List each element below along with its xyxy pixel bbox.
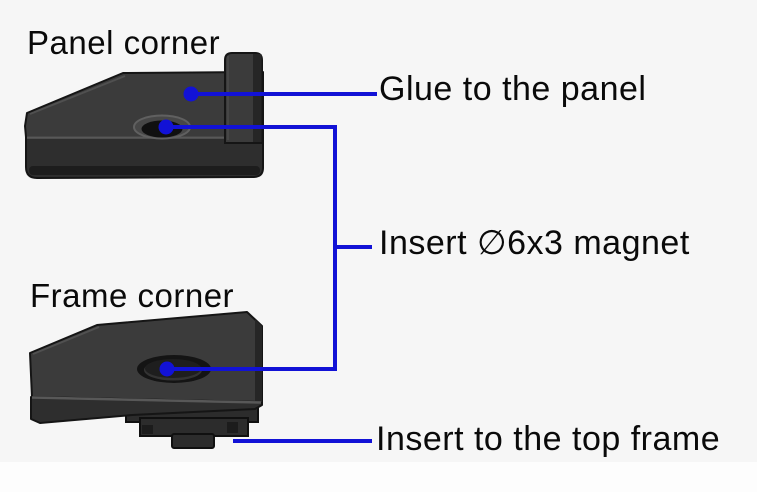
panel-chamfer-highlight xyxy=(29,75,126,115)
background-strip xyxy=(0,462,757,492)
panel-tab xyxy=(224,52,263,144)
panel-corner-drawing xyxy=(24,52,264,179)
frame-right-side-face xyxy=(255,319,262,402)
frame-tab-step-3 xyxy=(171,433,215,449)
panel-bottom-edge xyxy=(29,166,260,175)
frame-chamfer-highlight xyxy=(32,326,100,355)
glue-annotation-label: Glue to the panel xyxy=(379,70,647,108)
frame-corner-drawing xyxy=(29,311,263,449)
panel-magnet-pocket-hole xyxy=(141,120,183,138)
frame-top-face xyxy=(29,311,263,403)
frame-corner-title: Frame corner xyxy=(30,277,235,314)
frame-tab-notch-left xyxy=(142,425,153,434)
panel-corner-title: Panel corner xyxy=(27,24,221,61)
top-frame-annotation-label: Insert to the top frame xyxy=(376,420,721,458)
frame-front-edge-highlight xyxy=(31,396,262,404)
panel-tab-side-face xyxy=(253,54,262,142)
frame-tab-notch-right xyxy=(227,422,238,433)
frame-magnet-recess-inner xyxy=(145,359,201,378)
magnet-annotation-label: Insert ∅6x3 magnet xyxy=(379,224,690,262)
